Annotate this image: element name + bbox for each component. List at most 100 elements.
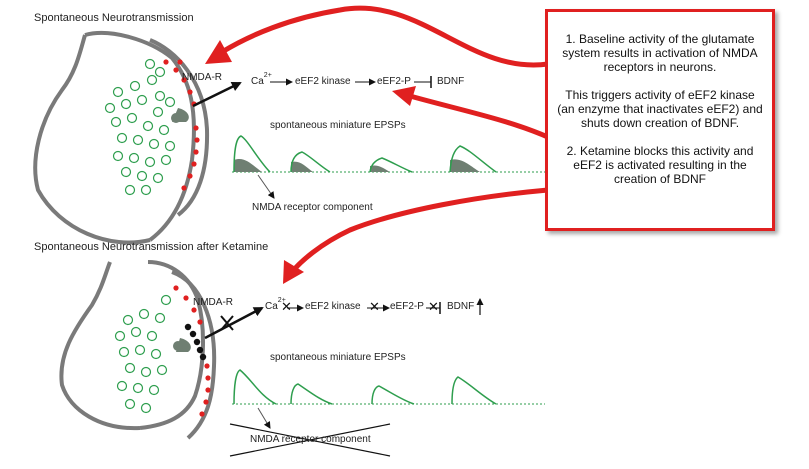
bottom-epsp-traces xyxy=(233,369,497,405)
vesicle xyxy=(158,124,170,136)
bottom-release-site xyxy=(173,341,183,351)
top-component-label: NMDA receptor component xyxy=(252,202,373,213)
top-presynaptic-terminal xyxy=(33,30,210,245)
vesicle xyxy=(114,330,126,342)
receptor-dot xyxy=(163,59,169,65)
top-kinase-label: eEF2 kinase xyxy=(295,76,351,87)
receptor-dot xyxy=(173,67,179,73)
vesicle xyxy=(124,362,136,374)
vesicle xyxy=(138,308,150,320)
receptor-dot xyxy=(183,295,189,301)
top-phospho-label: eEF2-P xyxy=(377,76,411,87)
receptor-dot xyxy=(191,307,197,313)
vesicle xyxy=(110,116,122,128)
bottom-panel-title: Spontaneous Neurotransmission after Keta… xyxy=(34,241,269,253)
vesicle xyxy=(116,380,128,392)
bottom-epsp-label: spontaneous miniature EPSPs xyxy=(270,352,406,363)
vesicle xyxy=(148,138,160,150)
vesicle xyxy=(140,366,152,378)
callout-step-1-detail: This triggers activity of eEF2 kinase (a… xyxy=(557,88,763,130)
vesicle xyxy=(134,344,146,356)
vesicle xyxy=(136,94,148,106)
top-panel-title: Spontaneous Neurotransmission xyxy=(34,12,194,24)
bottom-ketamine-blockers xyxy=(184,323,207,361)
vesicle xyxy=(152,106,164,118)
receptor-dot xyxy=(199,411,205,417)
receptor-dot xyxy=(181,185,187,191)
vesicle xyxy=(112,150,124,162)
callout-step-1: 1. Baseline activity of the glutamate sy… xyxy=(562,32,758,74)
bottom-ca-block-x: ✕ xyxy=(281,299,292,314)
top-bdnf-label: BDNF xyxy=(437,76,465,87)
bottom-vesicles xyxy=(114,294,172,414)
bottom-nmda-label: NMDA-R xyxy=(193,297,233,308)
bottom-component-label: NMDA receptor component xyxy=(250,434,371,445)
vesicle xyxy=(124,398,136,410)
vesicle xyxy=(152,172,164,184)
top-nmda-arrow xyxy=(192,81,242,108)
receptor-dot xyxy=(181,77,187,83)
vesicle xyxy=(148,384,160,396)
receptor-dot xyxy=(205,375,211,381)
vesicle xyxy=(140,402,152,414)
vesicle xyxy=(132,382,144,394)
bottom-kinase-block-x: ✕ xyxy=(369,299,380,314)
top-epsp-label: spontaneous miniature EPSPs xyxy=(270,120,406,131)
top-release-site xyxy=(171,113,181,123)
top-epsp-traces xyxy=(233,135,497,173)
vesicle xyxy=(164,96,176,108)
top-ca-label: Ca2+ xyxy=(251,72,272,87)
vesicle xyxy=(160,154,172,166)
explanation-callout: 1. Baseline activity of the glutamate sy… xyxy=(545,9,775,231)
receptor-dot xyxy=(193,125,199,131)
bottom-component-cross xyxy=(229,423,391,457)
bottom-receptor-dots xyxy=(173,285,211,417)
vesicle xyxy=(104,102,116,114)
receptor-dot xyxy=(204,363,210,369)
vesicle xyxy=(118,346,130,358)
vesicle xyxy=(164,140,176,152)
receptor-dot xyxy=(197,319,203,325)
red-arrow-to-bottom-pathway xyxy=(283,187,549,284)
receptor-dot xyxy=(173,285,179,291)
vesicle xyxy=(120,98,132,110)
vesicle xyxy=(154,90,166,102)
vesicle xyxy=(126,112,138,124)
vesicle xyxy=(120,166,132,178)
receptor-dot xyxy=(203,399,209,405)
red-arrow-to-top-pathway xyxy=(392,86,552,141)
vesicle xyxy=(142,120,154,132)
bottom-ca-label: Ca2+ xyxy=(265,297,286,312)
receptor-dot xyxy=(194,137,200,143)
vesicle xyxy=(124,184,136,196)
top-receptor-dots xyxy=(163,59,200,191)
vesicle xyxy=(116,132,128,144)
callout-step-2: 2. Ketamine blocks this activity and eEF… xyxy=(566,144,754,186)
receptor-dot xyxy=(191,161,197,167)
bottom-kinase-label: eEF2 kinase xyxy=(305,301,361,312)
receptor-dot xyxy=(205,387,211,393)
bottom-bdnf-label: BDNF xyxy=(447,301,475,312)
vesicle xyxy=(144,58,156,70)
receptor-dot xyxy=(177,59,183,65)
bottom-presynaptic-terminal xyxy=(59,260,217,440)
top-vesicles xyxy=(104,58,176,196)
vesicle xyxy=(146,74,158,86)
bottom-phospho-label: eEF2-P xyxy=(390,301,424,312)
vesicle xyxy=(160,294,172,306)
receptor-dot xyxy=(193,149,199,155)
receptor-dot xyxy=(187,173,193,179)
vesicle xyxy=(140,184,152,196)
vesicle xyxy=(154,312,166,324)
vesicle xyxy=(130,326,142,338)
vesicle xyxy=(146,330,158,342)
vesicle xyxy=(128,152,140,164)
receptor-dot xyxy=(187,89,193,95)
red-arrow-to-top-terminal xyxy=(205,5,549,68)
bottom-component-pointer xyxy=(257,407,271,429)
vesicle xyxy=(122,314,134,326)
bottom-phospho-block-x: ✕ xyxy=(428,299,439,314)
vesicle xyxy=(150,348,162,360)
top-nmda-label: NMDA-R xyxy=(182,72,222,83)
